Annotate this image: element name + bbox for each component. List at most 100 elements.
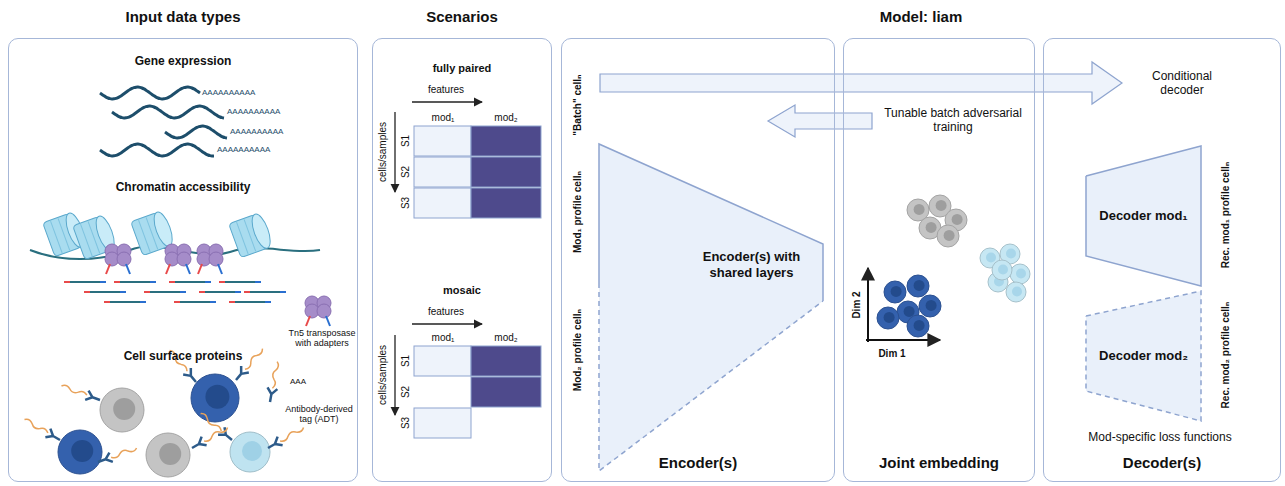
- mod2-block: [471, 377, 541, 407]
- block-arrow: [768, 105, 872, 137]
- dna-fragment: [144, 292, 186, 293]
- block-label: Encoder(s) with shared layers: [694, 249, 809, 280]
- axis-arrow: [866, 339, 940, 341]
- label: S2: [400, 166, 412, 178]
- mrna-strand: [100, 87, 200, 99]
- cell: [230, 432, 270, 472]
- axis-arrow: [394, 112, 395, 192]
- mod1-block: [414, 157, 471, 187]
- label: Rec. mod₂ profile cellₙ: [1220, 302, 1232, 409]
- tn5-transposase: [305, 296, 331, 326]
- mod1-block: [414, 188, 471, 218]
- label: Conditional decoder: [1135, 70, 1230, 98]
- panel: Scenarios: [372, 38, 552, 482]
- dna-fragment: [84, 292, 126, 293]
- panel-heading: Scenarios: [373, 8, 551, 25]
- axis-arrow: [412, 323, 482, 324]
- dna-fragment: [104, 302, 146, 303]
- mod1-block: [414, 408, 471, 438]
- label: AAA: [290, 377, 306, 386]
- mod2-block: [471, 188, 541, 218]
- block-label: Decoder mod₂: [1099, 348, 1188, 364]
- label: Tunable batch adversarial training: [878, 107, 1028, 135]
- label: Mod₁ profile cellₙ: [572, 171, 584, 253]
- label: mod₁: [432, 112, 455, 124]
- mrna-strand: [100, 144, 214, 156]
- label: S3: [400, 417, 412, 429]
- label: fully paired: [433, 62, 492, 75]
- antibody-tag: [265, 361, 282, 403]
- label: Cell surface proteins: [124, 350, 243, 364]
- tn5-transposase: [105, 244, 131, 274]
- mod1-block: [414, 346, 471, 376]
- label: AAAAAAAAAA: [230, 127, 283, 136]
- trapezoid-outline: [599, 144, 823, 471]
- label: cells/samples: [377, 345, 389, 405]
- label: Chromatin accessibility: [116, 181, 251, 195]
- cell: [907, 315, 929, 337]
- cell: [992, 260, 1012, 280]
- dna-fragment: [114, 282, 156, 283]
- label: Gene expression: [135, 55, 232, 69]
- cell: [58, 430, 102, 474]
- cell: [1006, 282, 1026, 302]
- mrna-strand: [165, 126, 227, 138]
- label: Mod-specific loss functions: [1088, 431, 1231, 445]
- label: mod₂: [494, 332, 517, 344]
- label: AAAAAAAAAA: [202, 88, 255, 97]
- trapezoid-block: Decoder mod₁: [1086, 146, 1201, 286]
- cell: [146, 433, 190, 477]
- cell: [877, 307, 899, 329]
- cell: [1010, 264, 1030, 284]
- mod1-block: [414, 126, 471, 156]
- label: Mod₂ profile cellₙ: [572, 309, 584, 391]
- label: mosaic: [443, 284, 481, 297]
- label: S2: [400, 386, 412, 398]
- dna-fragment: [169, 282, 211, 283]
- label: S3: [400, 197, 412, 209]
- dna-fragment: [229, 302, 271, 303]
- cell: [191, 374, 239, 422]
- label: features: [428, 306, 464, 318]
- label: mod₂: [494, 112, 517, 124]
- label: Dim 2: [851, 291, 863, 318]
- panel: Decoder(s)Decoder mod₁Decoder mod₂: [1043, 38, 1281, 482]
- panel: Joint embedding: [843, 38, 1035, 482]
- panel-heading: Input data types: [9, 8, 357, 25]
- trapezoid-block: Decoder mod₂: [1086, 291, 1201, 421]
- antibody-tag: [197, 410, 235, 444]
- label: Tn5 transposase with adapters: [288, 328, 356, 349]
- label: Antibody-derived tag (ADT): [282, 404, 356, 425]
- label: Dim 1: [878, 348, 905, 360]
- label: features: [428, 84, 464, 96]
- label: AAAAAAAAAA: [227, 107, 280, 116]
- block-label: Decoder mod₁: [1099, 208, 1187, 224]
- cell: [884, 281, 906, 303]
- panel-heading: Joint embedding: [844, 454, 1034, 471]
- antibody-tag: [190, 423, 231, 452]
- panel: Encoder(s)Encoder(s) with shared layers: [561, 38, 835, 482]
- dna-fragment: [199, 292, 241, 293]
- antibody-tag: [96, 443, 138, 466]
- dna-fragment: [219, 282, 261, 283]
- trapezoid-block: Encoder(s) with shared layers: [599, 144, 823, 471]
- mod2-block: [471, 157, 541, 187]
- axis-arrow: [412, 101, 482, 102]
- antibody-tag: [60, 381, 102, 404]
- label: cells/samples: [377, 122, 389, 182]
- cell: [907, 275, 929, 297]
- antibody-tag: [22, 415, 63, 444]
- mrna-strand: [112, 106, 224, 118]
- tn5-transposase: [165, 244, 191, 274]
- antibody-tag: [266, 423, 307, 452]
- axis-arrow: [394, 335, 395, 415]
- label: S1: [400, 135, 412, 147]
- dna-fragment: [244, 292, 286, 293]
- dna-fragment: [64, 282, 106, 283]
- nucleosome: [229, 212, 274, 258]
- label: "Batch" cellₙ: [572, 74, 584, 135]
- label: mod₁: [432, 332, 455, 344]
- cell: [100, 388, 144, 432]
- mod2-block: [471, 346, 541, 376]
